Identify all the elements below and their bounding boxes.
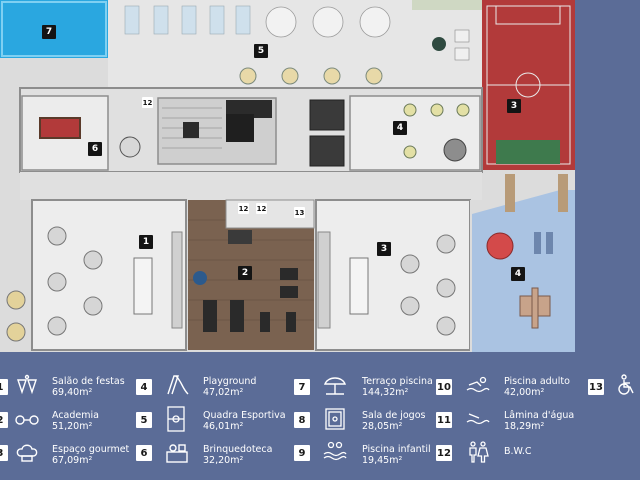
legend-name-3: Espaço gourmet [52,444,130,455]
legend-badge-9: 9 [294,445,310,461]
legend: Salão de festas 69,40m² Academia 51,20m²… [0,352,640,480]
legend-badge-6: 6 [136,445,152,461]
legend-badge-5: 5 [136,412,152,428]
restroom-icon [465,441,491,463]
dumbbell-icon [14,409,40,431]
plan-label-3: 3 [377,242,391,256]
plan-label-4: 4 [511,267,525,281]
legend-badge-13: 13 [588,379,604,395]
legend-name-6: Brinquedoteca [203,444,273,455]
legend-name-11: Lâmina d'água [504,410,575,421]
plan-label-7: 5 [254,44,268,58]
legend-badge-2: 2 [0,412,8,428]
legend-name-12: B.W.C [504,446,532,457]
legend-area-2: 51,20m² [52,421,93,432]
legend-area-1: 69,40m² [52,387,93,398]
legend-area-9: 19,45m² [362,455,403,466]
plan-label-6: 4 [393,121,407,135]
legend-area-7: 144,32m² [362,387,409,398]
plan-label-12-b: 12 [238,203,249,214]
plan-label-13: 13 [294,207,305,218]
umbrella-icon [322,374,348,396]
legend-area-11: 18,29m² [504,421,545,432]
toys-icon [164,442,190,464]
legend-area-3: 67,09m² [52,455,93,466]
floor-plan-drawing [0,0,575,352]
floor-plan: 7 5 3 4 6 1 2 3 4 12 12 12 13 [0,0,575,352]
chef-hat-icon [14,442,40,464]
legend-badge-3: 3 [0,445,8,461]
pool-table-icon [324,407,346,431]
legend-name-1: Salão de festas [52,376,125,387]
legend-area-5: 46,01m² [203,421,244,432]
swimmer-icon [465,374,491,396]
plan-label-8: 6 [88,142,102,156]
legend-badge-10: 10 [436,379,452,395]
plan-label-12-a: 12 [142,97,153,108]
legend-name-5: Quadra Esportiva [203,410,286,421]
plan-label-2: 2 [238,266,252,280]
water-icon [465,408,491,430]
legend-badge-11: 11 [436,412,452,428]
legend-badge-4: 4 [136,379,152,395]
legend-badge-7: 7 [294,379,310,395]
legend-name-9: Piscina infantil [362,444,431,455]
legend-area-6: 32,20m² [203,455,244,466]
legend-area-8: 28,05m² [362,421,403,432]
legend-name-8: Sala de jogos [362,410,426,421]
legend-name-10: Piscina adulto [504,376,570,387]
plan-label-5: 3 [507,99,521,113]
wheelchair-icon [614,374,638,396]
plan-label-1: 1 [139,235,153,249]
legend-name-7: Terraço piscina [362,376,433,387]
party-icon [14,374,40,396]
legend-name-4: Playground [203,376,257,387]
legend-badge-8: 8 [294,412,310,428]
slide-icon [164,374,190,396]
legend-area-10: 42,00m² [504,387,545,398]
legend-name-2: Academia [52,410,99,421]
court-icon [166,405,186,433]
plan-label-9: 7 [42,25,56,39]
plan-label-12-c: 12 [256,203,267,214]
legend-area-4: 47,02m² [203,387,244,398]
kids-pool-icon [322,440,348,462]
legend-badge-12: 12 [436,445,452,461]
legend-badge-1: 1 [0,379,8,395]
